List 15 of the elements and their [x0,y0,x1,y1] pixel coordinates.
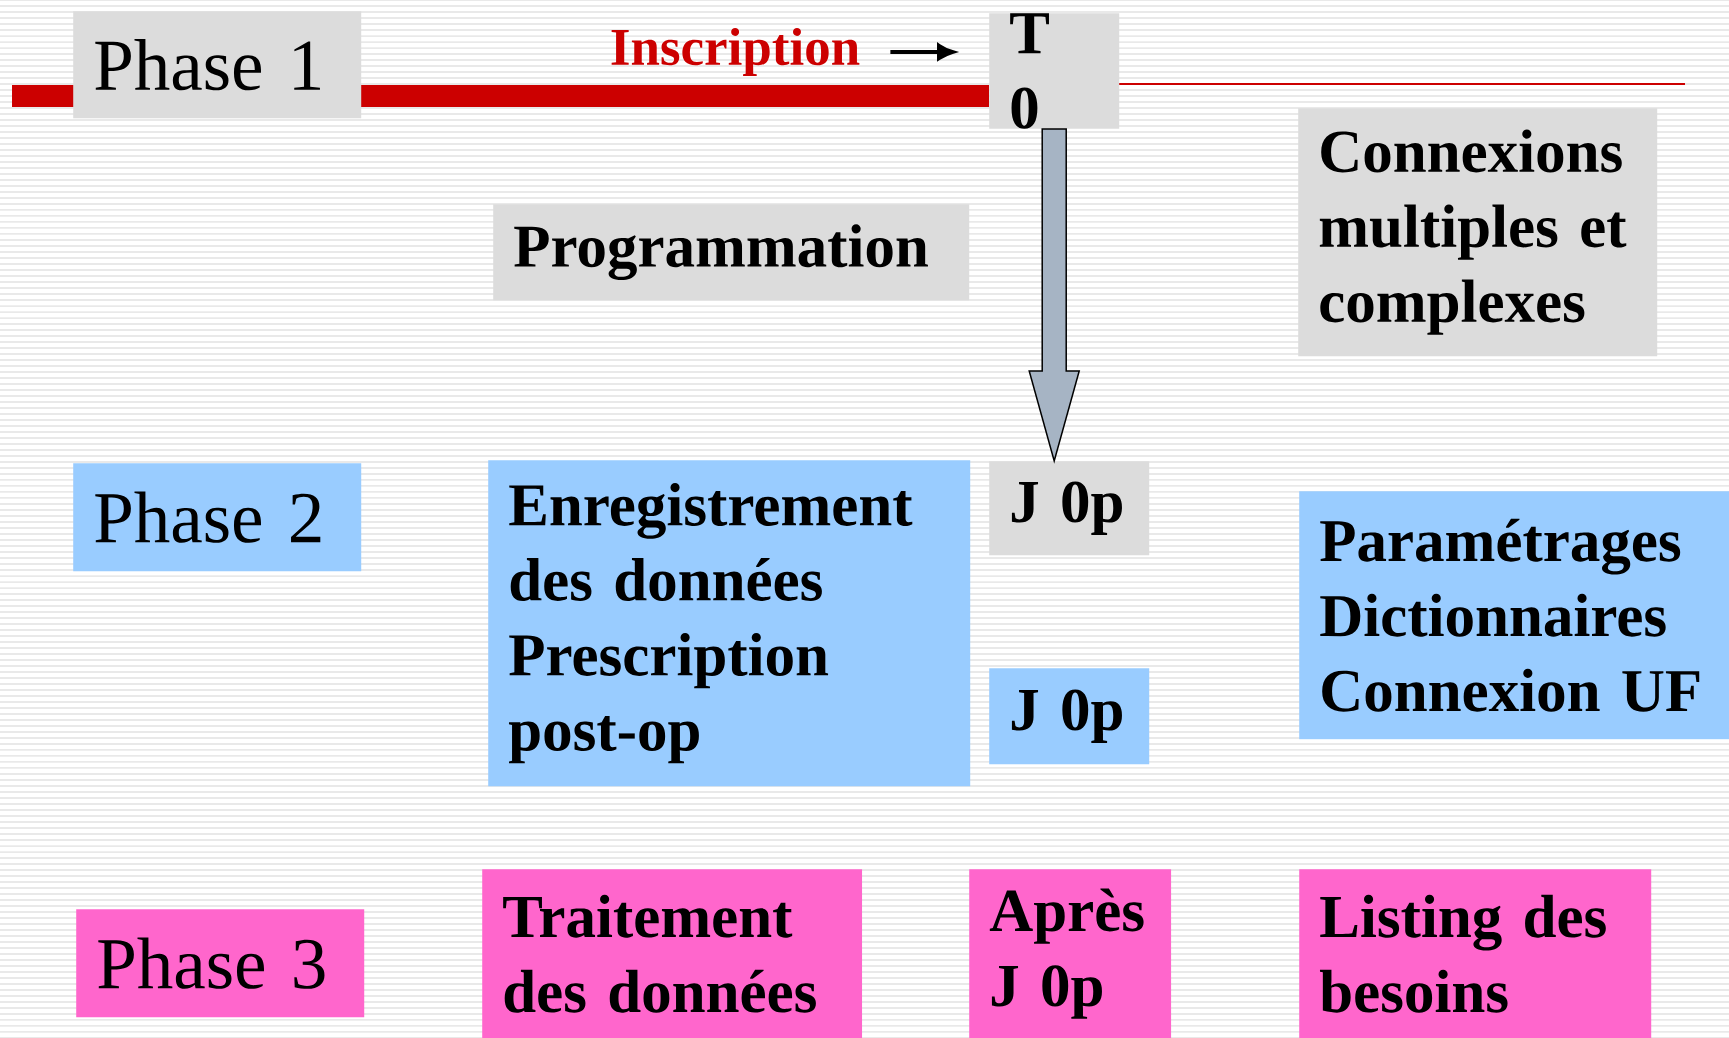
phase-box: Phase 1 [73,11,362,119]
milestone-box: Après J 0p [969,869,1172,1038]
block-arrow [1028,128,1081,464]
step-box: Traitement des données [482,869,863,1038]
phase-box: Phase 3 [76,909,365,1018]
note-box: Paramétrages Dictionnaires Connexion UF [1299,491,1729,740]
milestone-box: T 0 [989,13,1120,129]
timeline-label: Inscription [611,27,860,76]
milestone-box: J 0p [989,461,1150,556]
milestone-box: J 0p [989,668,1150,765]
step-box: Programmation [493,204,970,301]
step-box: Enregistrement des données Prescription post-op [488,460,971,787]
note-box: Listing des besoins [1299,869,1652,1038]
note-box: Connexions multiples et complexes [1298,108,1658,357]
phase-box: Phase 2 [73,463,362,572]
